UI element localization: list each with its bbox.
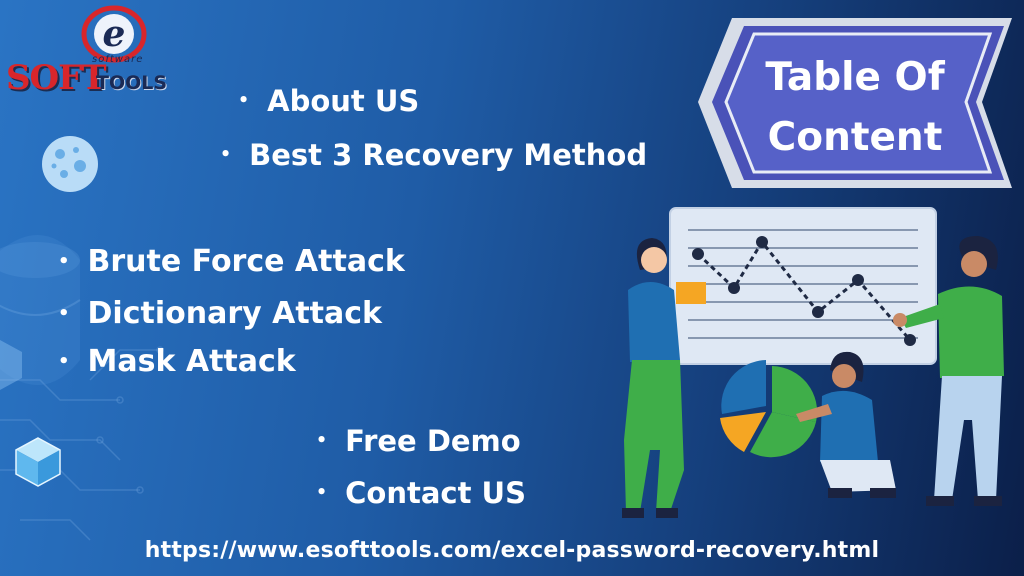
cylinder-shape <box>0 235 81 385</box>
menu-item-about-us[interactable]: • About US <box>238 84 419 118</box>
bullet-icon: • <box>58 351 70 372</box>
menu-item-best-3-recovery-method[interactable]: • Best 3 Recovery Method <box>220 138 647 172</box>
menu-item-label: Mask Attack <box>87 344 296 379</box>
moon-icon <box>42 136 98 192</box>
analytics-illustration <box>622 207 1004 518</box>
toc-title: Table Of Content <box>742 48 968 168</box>
pie-chart <box>720 360 818 458</box>
hexagon-shape <box>0 340 22 390</box>
logo-e-icon: e <box>81 5 147 63</box>
bullet-icon: • <box>220 145 232 165</box>
menu-item-label: Contact US <box>345 476 526 510</box>
svg-text:e: e <box>103 13 126 55</box>
person-right <box>893 236 1004 506</box>
logo-secondary-text: TOOLS <box>96 72 168 94</box>
cube-icon <box>15 437 61 487</box>
person-left <box>622 238 706 518</box>
bullet-icon: • <box>316 483 328 503</box>
footer-url-link[interactable]: https://www.esofttools.com/excel-passwor… <box>144 538 880 563</box>
menu-item-mask-attack[interactable]: • Mask Attack <box>58 344 296 379</box>
logo-tagline: software <box>92 54 144 65</box>
toc-title-line1: Table Of <box>765 55 945 100</box>
bullet-icon: • <box>238 91 250 111</box>
menu-item-brute-force-attack[interactable]: • Brute Force Attack <box>58 244 405 279</box>
toc-banner <box>698 18 1012 188</box>
left-decoration <box>0 235 164 541</box>
menu-item-label: Brute Force Attack <box>87 244 405 279</box>
person-sitting <box>796 351 896 498</box>
menu-item-label: Dictionary Attack <box>87 296 382 331</box>
menu-item-free-demo[interactable]: • Free Demo <box>316 424 521 458</box>
bullet-icon: • <box>316 431 328 451</box>
menu-item-label: Best 3 Recovery Method <box>249 138 648 172</box>
bullet-icon: • <box>58 251 70 272</box>
menu-item-label: About US <box>267 84 420 118</box>
bullet-icon: • <box>58 303 70 324</box>
toc-title-line2: Content <box>767 115 943 160</box>
menu-item-dictionary-attack[interactable]: • Dictionary Attack <box>58 296 382 331</box>
menu-item-label: Free Demo <box>345 424 521 458</box>
line-chart-board <box>669 207 937 365</box>
logo-main-text: SOFT <box>6 58 107 98</box>
menu-item-contact-us[interactable]: • Contact US <box>316 476 526 510</box>
